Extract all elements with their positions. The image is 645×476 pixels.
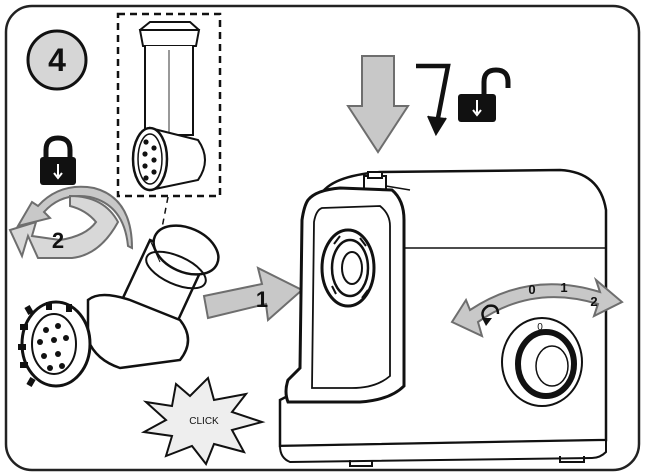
drum-holes xyxy=(142,139,157,181)
insert-arrow-label: 1 xyxy=(256,287,268,312)
drum-inner-face xyxy=(137,133,163,185)
rotate-arrow-label: 2 xyxy=(52,228,64,253)
click-burst-shape xyxy=(140,376,266,466)
attachment-assembly xyxy=(18,224,220,388)
step-badge: 4 xyxy=(26,29,88,91)
hopper-top xyxy=(138,29,201,47)
reverse-symbol xyxy=(481,304,500,323)
padlock-open-icon xyxy=(458,67,511,122)
click-label: CLICK xyxy=(189,416,219,427)
dial-center-mark: 0 xyxy=(537,322,543,333)
dial-arrow-band xyxy=(450,276,624,338)
hopper-rim xyxy=(139,21,200,31)
step-badge-circle xyxy=(26,29,88,91)
dial-label-2: 2 xyxy=(590,294,597,309)
assembly-tube-rim xyxy=(145,250,207,290)
attachment-detail xyxy=(116,12,222,198)
machine-body xyxy=(278,168,608,467)
rotate-arrow: 2 xyxy=(8,185,134,259)
speed-dial: 0 0 1 2 xyxy=(450,276,624,407)
down-arrow-icon xyxy=(346,55,410,154)
step-number: 4 xyxy=(48,42,66,78)
detail-dashed-box xyxy=(116,12,222,198)
rotate-arrow-band xyxy=(8,194,120,259)
assembly-tube-top xyxy=(152,224,220,276)
outlet-socket-core xyxy=(341,251,363,285)
assembly-elbow xyxy=(86,293,190,370)
click-burst: CLICK xyxy=(140,376,266,466)
dial-label-0: 0 xyxy=(528,282,535,297)
ring-nut-inner xyxy=(31,313,77,375)
base xyxy=(278,438,607,464)
hook-arrow-icon xyxy=(416,63,451,137)
rotate-arrow-body xyxy=(15,185,134,250)
padlock-closed-icon xyxy=(40,135,76,185)
insert-arrow: 1 xyxy=(202,266,304,323)
dial-label-1: 1 xyxy=(560,280,567,295)
ring-nut-holes xyxy=(37,323,69,371)
insert-arrow-body xyxy=(202,266,304,323)
ring-nut-teeth xyxy=(18,302,72,387)
